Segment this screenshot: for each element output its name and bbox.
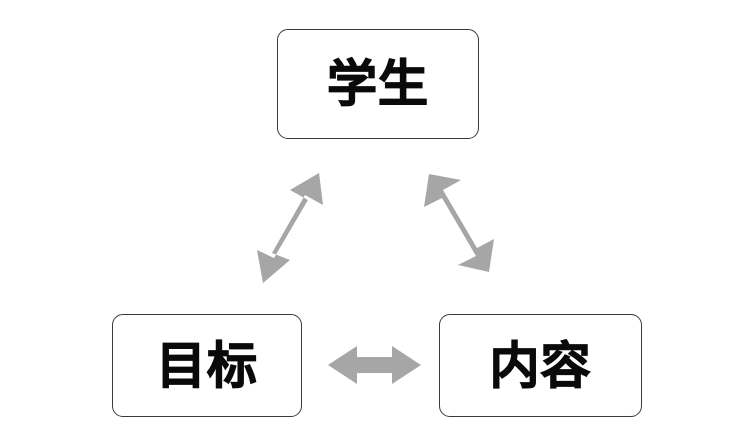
node-objective[interactable]: 目标 — [112, 314, 302, 417]
node-student-label: 学生 — [326, 55, 429, 113]
connector-objective-content — [328, 346, 421, 384]
double-arrow-horizontal-icon — [328, 346, 421, 384]
node-content[interactable]: 内容 — [439, 314, 642, 417]
node-objective-label: 目标 — [155, 336, 258, 395]
double-arrow-diagonal-right-icon — [424, 174, 494, 272]
connector-objective-student — [257, 173, 323, 283]
node-content-label: 内容 — [489, 336, 592, 395]
connector-student-content — [424, 174, 494, 272]
node-student[interactable]: 学生 — [277, 29, 479, 139]
double-arrow-diagonal-left-icon — [257, 173, 323, 283]
